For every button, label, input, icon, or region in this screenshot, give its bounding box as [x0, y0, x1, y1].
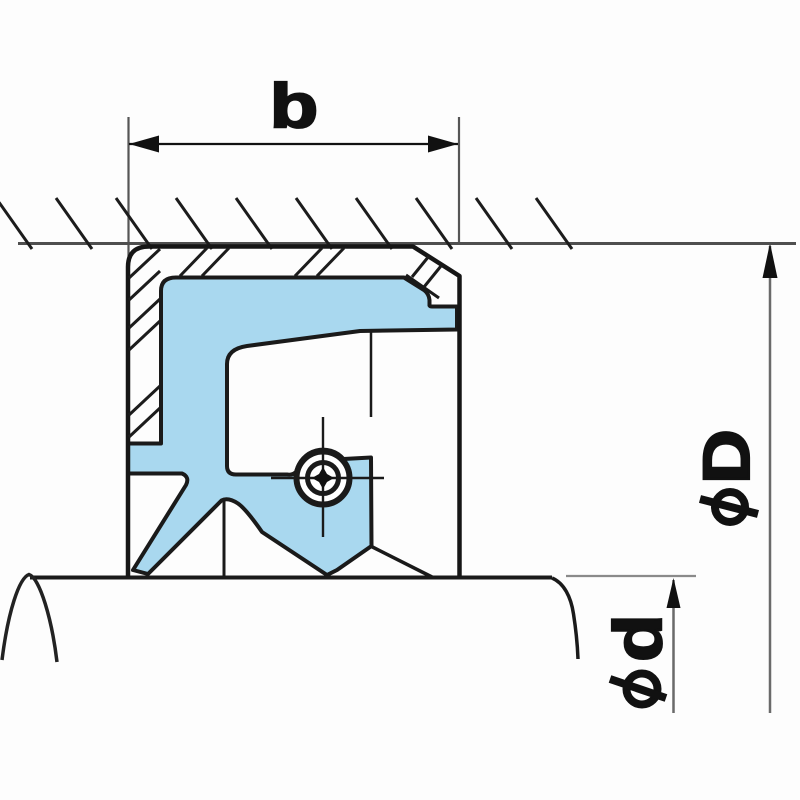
svg-text:d: d: [600, 614, 676, 662]
svg-text:D: D: [691, 429, 764, 484]
svg-text:b: b: [270, 72, 318, 141]
